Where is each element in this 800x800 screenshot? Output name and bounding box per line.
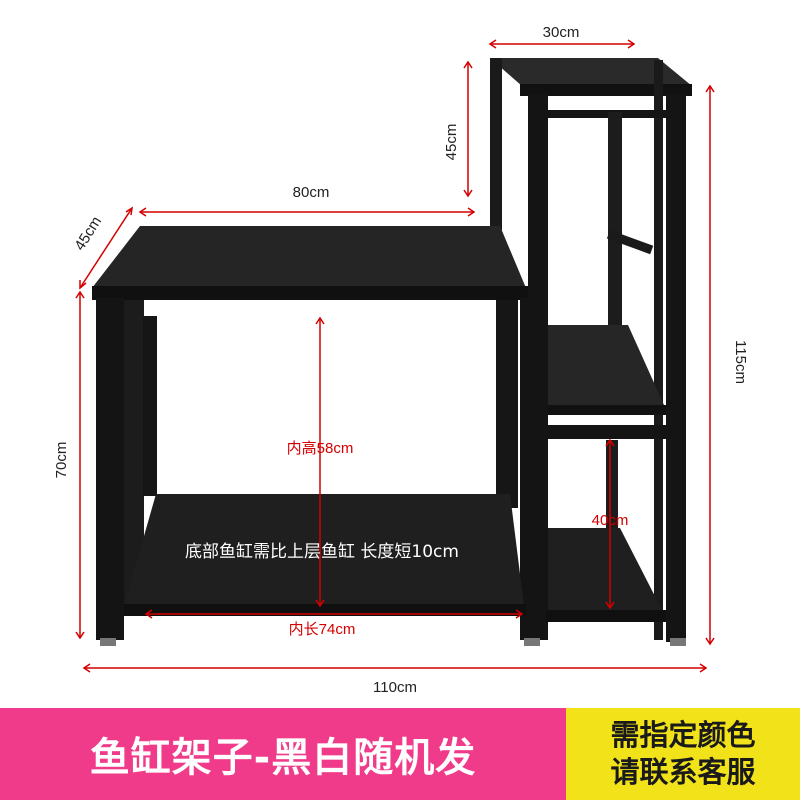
foot [670, 638, 686, 646]
dim-depth: 45cm [71, 214, 105, 254]
tower-top-edge [520, 84, 692, 96]
main-top-edge [92, 286, 528, 300]
tower-back-post-right [654, 60, 663, 640]
main-side-panel [124, 300, 144, 612]
dim-total-length: 110cm [373, 679, 417, 696]
fish-tank-stand [92, 58, 692, 646]
main-front-leg-left [96, 298, 124, 640]
dim-main-width: 80cm [293, 184, 330, 201]
tower-brace [606, 230, 654, 255]
dim-side-shelf-height: 40cm [592, 512, 629, 529]
foot [100, 638, 116, 646]
banner-contact-line1: 需指定颜色 [610, 718, 756, 752]
tower-back-post [490, 58, 502, 230]
dim-top-height: 45cm [443, 124, 460, 161]
bottom-board-edge [124, 604, 526, 616]
tower-middle-shelf-edge [546, 405, 666, 415]
banner-contact-line2: 请联系客服 [610, 755, 756, 789]
foot [524, 638, 540, 646]
main-back-leg [143, 316, 157, 496]
banner-title-area: 鱼缸架子-黑白随机发 [0, 708, 566, 800]
tower-middle-shelf [520, 325, 664, 405]
tower-rail [548, 110, 666, 118]
banner-title: 鱼缸架子-黑白随机发 [89, 735, 477, 781]
tower-top-board [490, 58, 692, 86]
dim-inner-height: 内高58cm [287, 440, 354, 457]
dimension-lines [75, 39, 715, 673]
tower-front-post-right [666, 94, 686, 642]
main-back-leg-right [496, 300, 518, 508]
dim-top-width: 30cm [543, 24, 580, 41]
banner-contact-area: 需指定颜色 请联系客服 [566, 708, 800, 800]
bottom-board [124, 494, 524, 606]
tower-bottom-shelf-edge [546, 610, 666, 622]
dim-low-height: 70cm [53, 442, 70, 479]
tower-rail-lower [546, 425, 666, 439]
tower-bottom-shelf [548, 528, 662, 610]
promo-banner: 鱼缸架子-黑白随机发 需指定颜色 请联系客服 [0, 708, 800, 800]
main-top-board [92, 226, 526, 288]
dim-total-height: 115cm [732, 340, 749, 384]
bottom-tank-note: 底部鱼缸需比上层鱼缸 长度短10cm [185, 541, 459, 562]
dim-inner-length: 内长74cm [289, 621, 356, 638]
main-front-leg-right [520, 298, 548, 640]
